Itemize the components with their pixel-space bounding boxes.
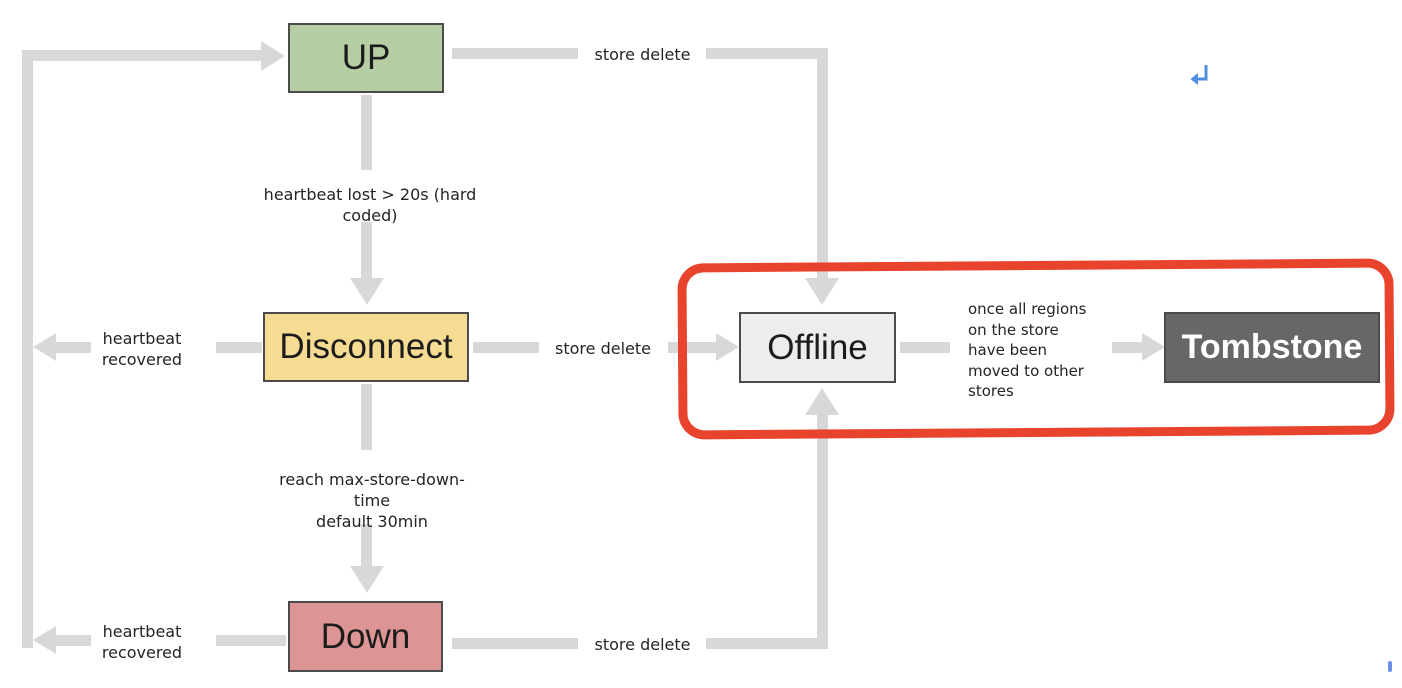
edge-up-offline-vertical (817, 48, 828, 278)
edge-return-rail-top (33, 50, 261, 61)
heartbeat-recovered-bottom-line2: recovered (101, 643, 183, 662)
heartbeat-recovered-mid-line1: heartbeat (102, 329, 182, 348)
arrowhead-into-disconnect-icon (350, 278, 384, 305)
edge-label-store-delete-top: store delete (594, 45, 691, 64)
edge-label-tombstone-condition: once all regions on the store have been … (968, 299, 1103, 402)
edge-disconnect-offline-shaft-a (473, 342, 539, 353)
arrowhead-into-up-icon (261, 41, 285, 71)
tombstone-condition-line3: have been (968, 341, 1048, 359)
edge-offline-tombstone-shaft-b (1112, 342, 1142, 353)
edge-up-offline-shaft-b (706, 48, 828, 59)
heartbeat-recovered-bottom-line1: heartbeat (102, 622, 182, 641)
arrowhead-into-tombstone-icon (1142, 333, 1165, 361)
tombstone-condition-line5: stores (968, 382, 1014, 400)
edge-disconnect-offline-shaft-b (668, 342, 716, 353)
node-up: UP (288, 23, 444, 93)
edge-label-heartbeat-recovered-mid: heartbeat recovered (98, 328, 186, 370)
node-disconnect: Disconnect (263, 312, 469, 382)
arrowhead-disconnect-recovered-icon (33, 333, 56, 361)
edge-disconnect-recovered-shaft-a (55, 342, 91, 353)
edge-up-disconnect-seg1 (361, 95, 372, 170)
max-store-down-line1: reach max-store-down-time (279, 470, 465, 510)
return-arrow-icon (1189, 62, 1211, 93)
arrowhead-into-down-icon (350, 566, 384, 593)
max-store-down-line2: default 30min (316, 512, 428, 531)
edge-down-offline-shaft-b (706, 638, 828, 649)
node-tombstone: Tombstone (1164, 312, 1380, 383)
arrowhead-into-offline-top-icon (805, 278, 839, 305)
node-down: Down (288, 601, 443, 672)
tombstone-condition-line1: once all regions (968, 300, 1087, 318)
edge-label-heartbeat-recovered-bottom: heartbeat recovered (98, 621, 186, 663)
arrowhead-down-recovered-icon (33, 626, 56, 654)
edge-disconnect-down-seg2 (361, 524, 372, 566)
heartbeat-recovered-mid-line2: recovered (101, 350, 183, 369)
arrowhead-into-offline-bottom-icon (805, 388, 839, 415)
edge-disconnect-down-seg1 (361, 384, 372, 450)
edge-down-recovered-shaft-a (55, 635, 91, 646)
edge-return-rail-vertical (22, 50, 33, 648)
edge-disconnect-recovered-shaft-b (216, 342, 262, 353)
edge-label-heartbeat-lost: heartbeat lost > 20s (hard coded) (263, 185, 477, 225)
edge-down-recovered-shaft-b (216, 635, 286, 646)
node-offline: Offline (739, 312, 896, 383)
edge-up-offline-shaft-a (452, 48, 578, 59)
edge-down-offline-vertical (817, 415, 828, 649)
edge-down-offline-shaft-a (452, 638, 578, 649)
arrowhead-into-offline-left-icon (716, 333, 739, 361)
edge-up-disconnect-seg2 (361, 222, 372, 278)
edge-label-store-delete-mid: store delete (555, 339, 651, 358)
tombstone-condition-line2: on the store (968, 320, 1059, 339)
highlight-box (677, 258, 1395, 440)
edge-label-store-delete-bottom: store delete (594, 635, 691, 654)
edge-offline-tombstone-shaft-a (900, 342, 950, 353)
text-cursor-tick (1388, 661, 1392, 672)
edge-label-max-store-down: reach max-store-down-time default 30min (262, 469, 482, 532)
tombstone-condition-line4: moved to other (968, 361, 1084, 380)
